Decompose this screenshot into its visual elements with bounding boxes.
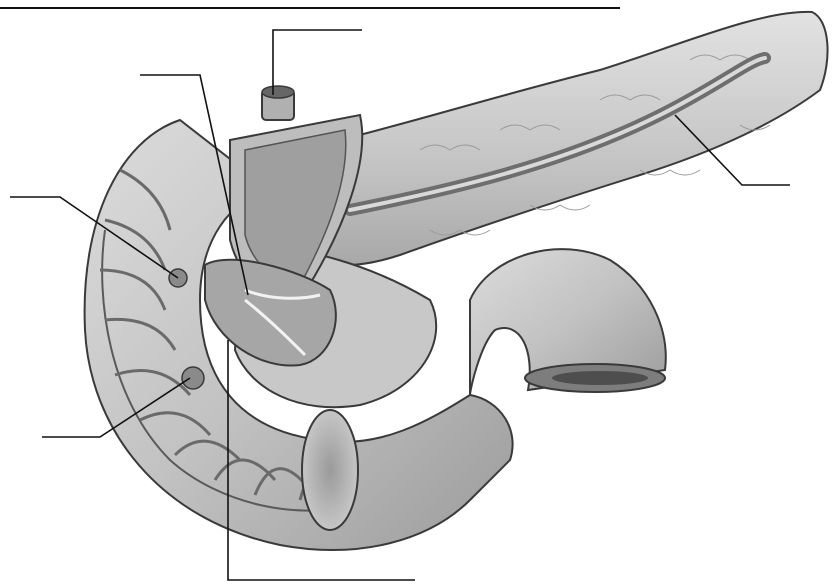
major-papilla xyxy=(182,367,204,389)
jejunum-cut-lumen xyxy=(552,371,648,385)
common-bile-duct-opening xyxy=(262,86,294,98)
pancreas-body-tail xyxy=(300,12,828,265)
leader-bile-duct xyxy=(273,30,362,95)
duodenum-cut-lumen xyxy=(302,410,358,530)
